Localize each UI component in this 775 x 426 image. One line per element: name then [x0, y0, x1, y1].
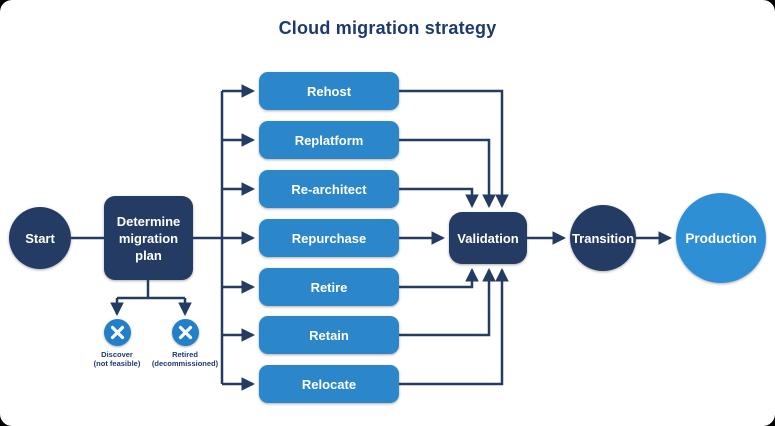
node-repurchase-label: Repurchase	[291, 230, 367, 246]
edge-replatform-validation	[399, 138, 496, 209]
node-rehost-label: Rehost	[306, 83, 352, 99]
x-icon	[103, 319, 131, 346]
node-retire-label: Retire	[310, 279, 348, 295]
node-rearchitect-label: Re-architect	[291, 181, 367, 197]
diagram-title: Cloud migration strategy	[278, 18, 497, 38]
excluded-item-1-line1: Discover	[101, 350, 133, 359]
node-repurchase: Repurchase	[259, 219, 399, 257]
edge-retire-validation	[399, 267, 479, 289]
excluded-item-1-label: Discover (not feasible)	[79, 350, 155, 368]
node-replatform-label: Replatform	[294, 132, 364, 148]
node-production-label: Production	[685, 230, 757, 246]
node-retire: Retire	[259, 268, 399, 306]
node-validation: Validation	[449, 212, 527, 264]
node-validation-label: Validation	[457, 230, 519, 246]
node-start: Start	[9, 207, 71, 269]
edge-retain-validation	[399, 267, 496, 337]
edge-relocate-validation	[399, 267, 509, 386]
excluded-item-2-line2: (decommissioned)	[151, 359, 219, 368]
excluded-item-2: Retired (decommissioned)	[147, 319, 223, 368]
edge-rearchitect-validation	[399, 187, 479, 209]
node-relocate: Relocate	[259, 365, 399, 403]
excluded-item-2-label: Retired (decommissioned)	[147, 350, 223, 368]
x-icon-glyph	[110, 325, 124, 340]
node-transition: Transition	[570, 205, 636, 271]
node-determine-migration-plan: Determine migration plan	[104, 196, 193, 280]
excluded-item-1-line2: (not feasible)	[93, 359, 141, 368]
x-icon	[171, 319, 199, 346]
node-retain-label: Retain	[309, 327, 349, 343]
node-relocate-label: Relocate	[301, 376, 357, 392]
node-rearchitect: Re-architect	[259, 170, 399, 208]
excluded-item-1: Discover (not feasible)	[79, 319, 155, 368]
node-replatform: Replatform	[259, 121, 399, 159]
x-icon-glyph	[178, 325, 192, 340]
excluded-item-2-line1: Retired	[172, 350, 198, 359]
node-transition-label: Transition	[571, 230, 635, 246]
node-retain: Retain	[259, 316, 399, 354]
node-start-label: Start	[25, 230, 55, 246]
node-production: Production	[676, 193, 766, 283]
node-rehost: Rehost	[259, 72, 399, 110]
node-plan-label: Determine migration plan	[116, 213, 181, 263]
edge-rehost-validation	[399, 89, 509, 209]
